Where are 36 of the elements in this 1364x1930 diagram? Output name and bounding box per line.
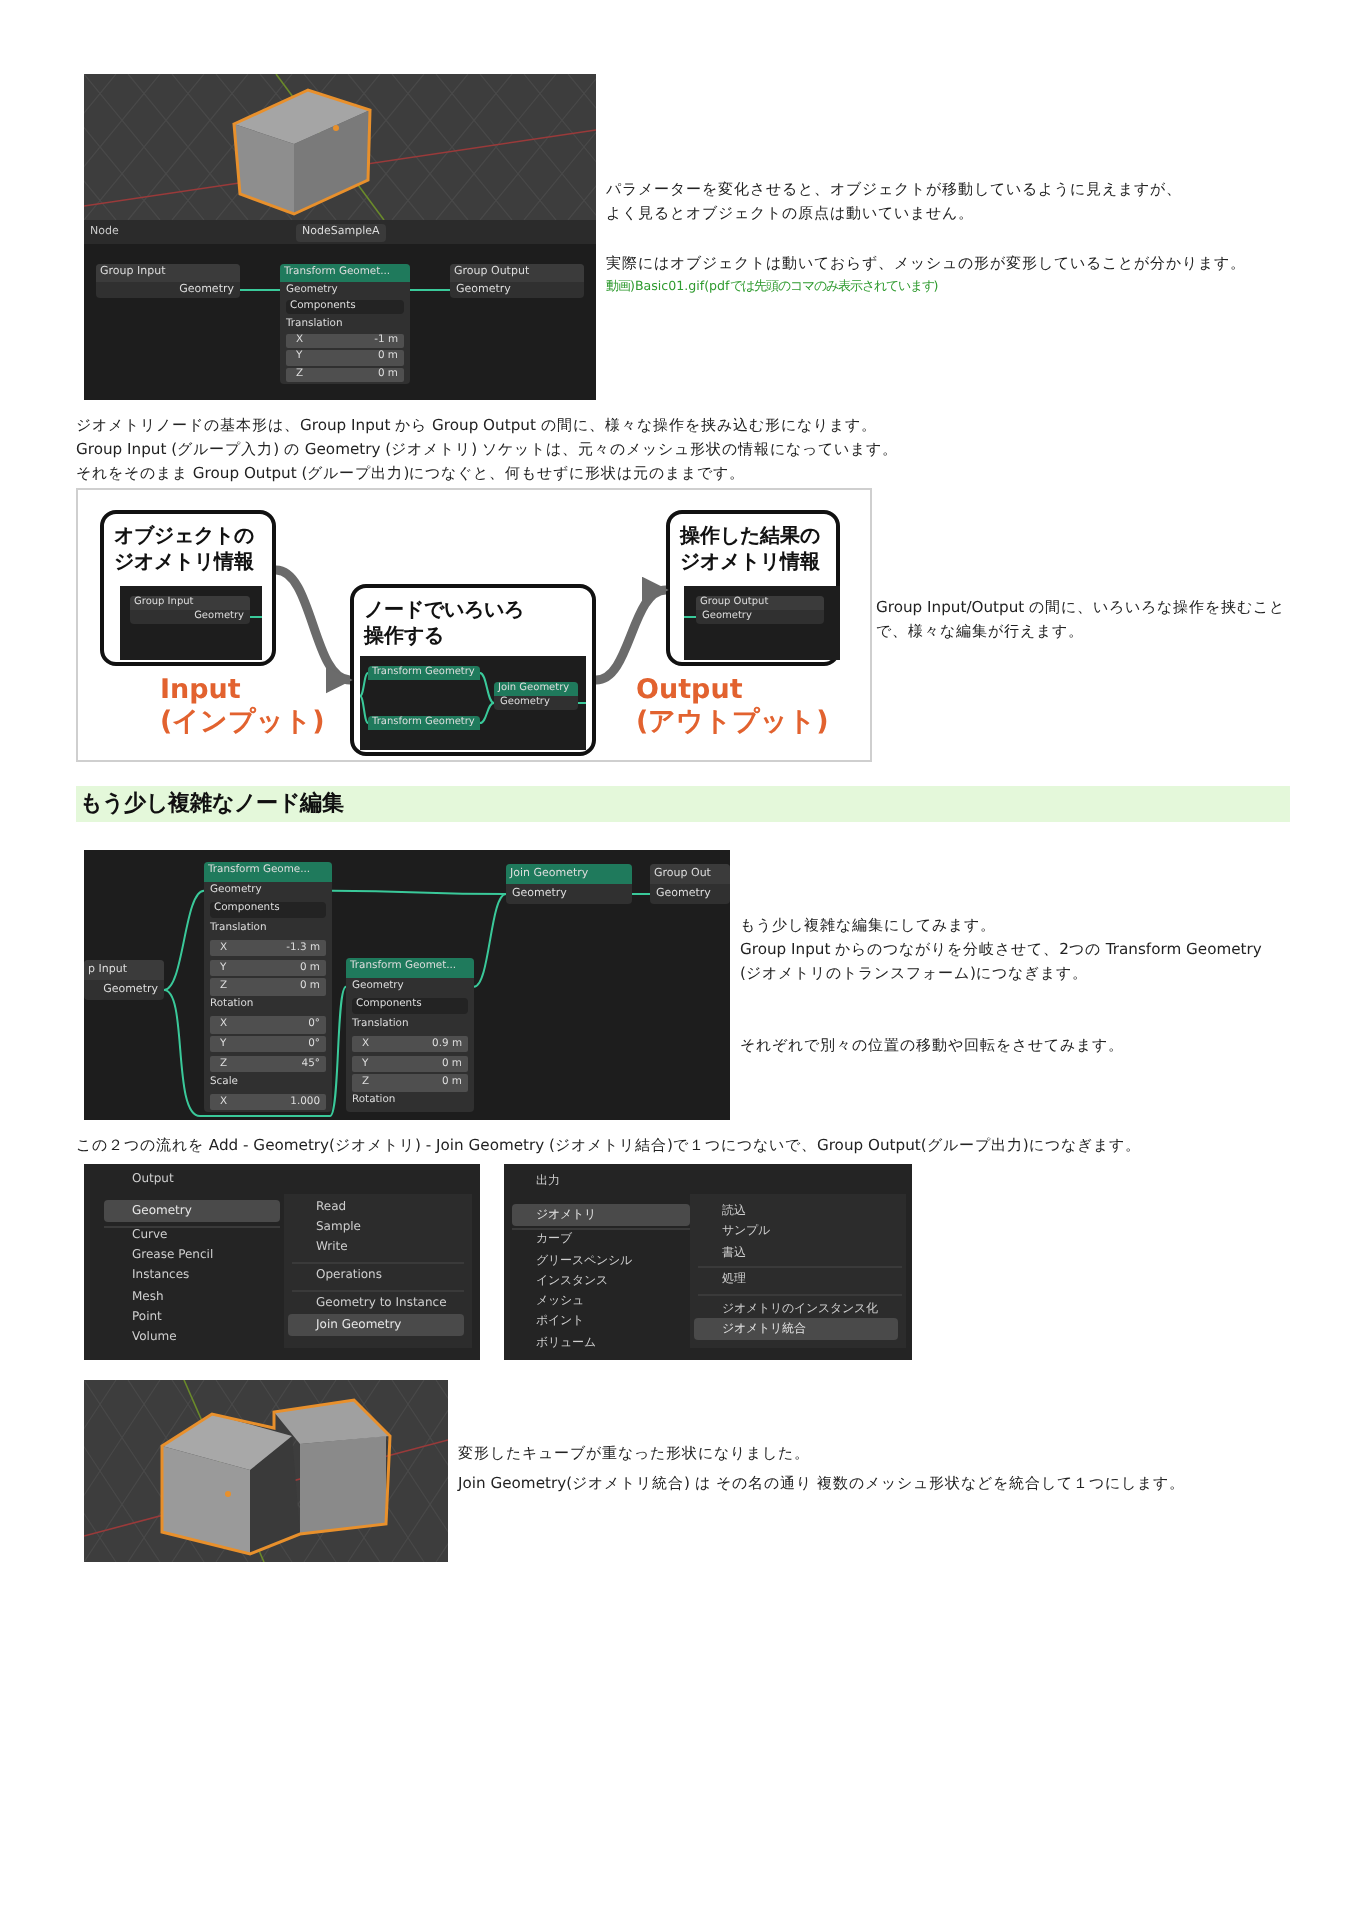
geometry-node (84, 960, 164, 1000)
wire (331, 889, 507, 895)
wire (473, 893, 507, 988)
rounded-box (100, 510, 276, 666)
io-label: Input (インプット) (160, 674, 327, 738)
wire (359, 672, 369, 697)
io-label: Output (アウトプット) (636, 674, 831, 738)
geometry-node (696, 596, 824, 624)
rounded-box (350, 584, 596, 756)
arrow (274, 565, 353, 688)
geometry-node (506, 864, 632, 904)
wire (359, 695, 369, 724)
section-heading: もう少し複雑なノード編集 (76, 786, 1290, 822)
geometry-node (280, 264, 410, 383)
geometry-node (650, 864, 730, 904)
geometry-node (96, 264, 240, 298)
geometry-node (450, 264, 584, 298)
wire (683, 616, 697, 618)
box-heading: 操作した結果のジオメトリ情報 (680, 524, 822, 576)
wire (239, 289, 281, 291)
arrow (595, 582, 669, 685)
wire (577, 702, 587, 704)
wire (479, 702, 495, 724)
wire (631, 893, 651, 895)
box-heading: ノードでいろいろ操作する (364, 598, 526, 650)
wire (409, 289, 451, 291)
geometry-node (346, 958, 474, 1112)
geometry-node (494, 682, 578, 710)
wire (479, 672, 495, 704)
wire (163, 889, 205, 991)
geometry-node (204, 862, 332, 1112)
wire (163, 985, 347, 1117)
geometry-node (130, 596, 250, 624)
rounded-box (666, 510, 840, 666)
wire (249, 616, 263, 618)
box-heading: オブジェクトのジオメトリ情報 (114, 524, 256, 576)
